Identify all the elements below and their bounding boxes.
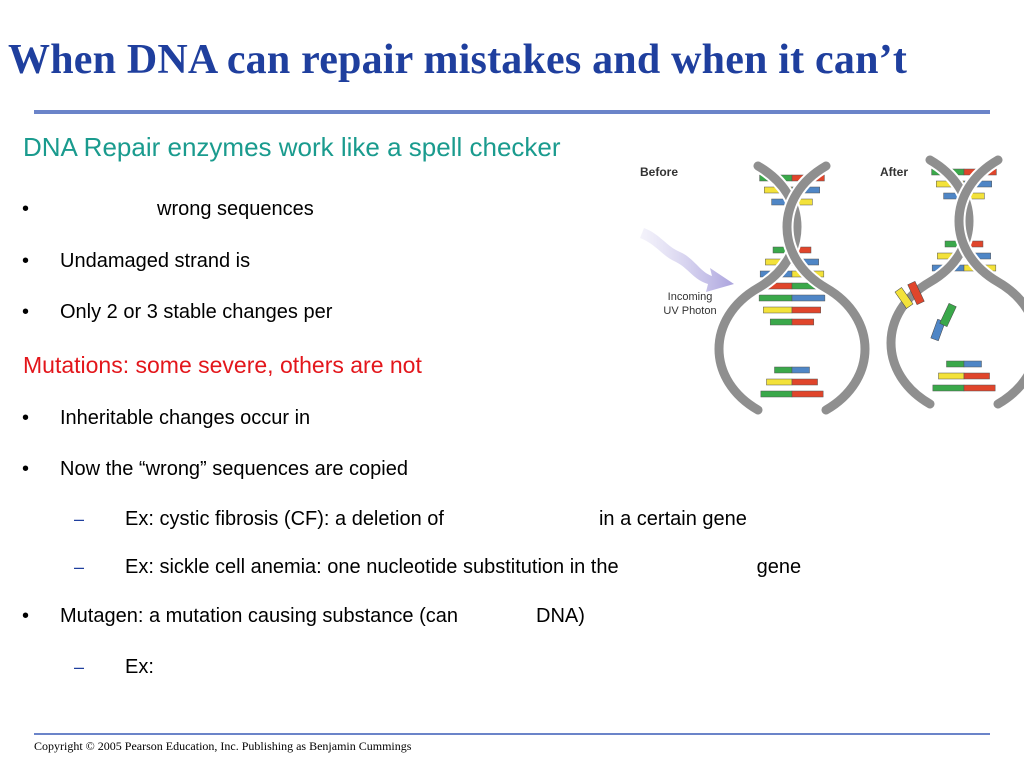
base-pair-left [758, 294, 793, 302]
bullet-wrong-sequences: wrong sequences [60, 198, 314, 221]
sub-bullet-cystic-fibrosis: Ex: cystic fibrosis (CF): a deletion of i… [125, 508, 747, 531]
bullet-marker: • [22, 198, 30, 220]
base-pair-left [932, 384, 965, 392]
base-pair-right [791, 390, 824, 398]
dna-uv-damage-figure: Before After Incoming UV Photon [640, 153, 1024, 417]
base-pair-left [946, 360, 965, 368]
bullet-text: wrong sequences [157, 198, 314, 220]
dna-before-helix [712, 159, 872, 417]
base-pair-left [766, 378, 793, 386]
sub-bullet-dash: – [74, 657, 85, 677]
bullet-marker: • [22, 301, 30, 323]
bullet-marker: • [22, 407, 30, 429]
base-pair-left [760, 390, 793, 398]
sub-bullet-dash: – [74, 509, 85, 529]
bullet-undamaged-strand: Undamaged strand is [60, 250, 251, 272]
base-pair-right [791, 318, 815, 326]
photon-label-line2: UV Photon [663, 305, 716, 317]
bullet-marker: • [22, 605, 30, 627]
copyright-footer: Copyright © 2005 Pearson Education, Inc.… [34, 739, 412, 753]
base-pair-left [763, 306, 793, 314]
bullet-marker: • [22, 250, 30, 272]
title-divider [34, 110, 990, 114]
bullet-sequences-copied: Now the “wrong” sequences are copied [60, 458, 408, 480]
dna-after-helix [884, 153, 1024, 411]
subtitle-mutations: Mutations: some severe, others are not [23, 352, 422, 378]
bullet-text: Mutagen: a mutation causing substance (c… [60, 605, 459, 627]
bullet-mutagen: Mutagen: a mutation causing substance (c… [60, 605, 585, 628]
sub-bullet-sickle-cell: Ex: sickle cell anemia: one nucleotide s… [125, 556, 801, 579]
base-pair-right [791, 294, 826, 302]
sub-bullet-text: Ex: cystic fibrosis (CF): a deletion of [125, 508, 444, 530]
base-pair-right [963, 384, 996, 392]
base-pair-right [791, 366, 810, 374]
bullet-marker: • [22, 458, 30, 480]
sub-bullet-dash: – [74, 557, 85, 577]
base-pair-left [769, 318, 793, 326]
uv-photon-arrow [640, 228, 734, 292]
footer-divider [34, 733, 990, 735]
sub-bullet-text: Ex: sickle cell anemia: one nucleotide s… [125, 556, 619, 578]
before-label: Before [640, 165, 678, 179]
subtitle-repair: DNA Repair enzymes work like a spell che… [23, 132, 561, 162]
sub-bullet-text: gene [756, 556, 802, 578]
base-pair-left [938, 372, 965, 380]
bullet-inheritable-changes: Inheritable changes occur in [60, 407, 311, 429]
sub-bullet-text: in a certain gene [598, 508, 747, 530]
base-pair-right [791, 378, 818, 386]
after-label: After [880, 165, 908, 179]
damaged-bases [894, 281, 957, 342]
sub-bullet-mutagen-example: Ex: [125, 656, 154, 678]
slide-title: When DNA can repair mistakes and when it… [8, 37, 908, 83]
photon-label-line1: Incoming [668, 291, 713, 303]
bullet-text: DNA) [536, 605, 585, 627]
base-pair-right [963, 360, 982, 368]
base-pair-right [791, 306, 821, 314]
base-pair-left [774, 366, 793, 374]
base-pair-right [963, 372, 990, 380]
bullet-stable-changes: Only 2 or 3 stable changes per [60, 301, 333, 323]
